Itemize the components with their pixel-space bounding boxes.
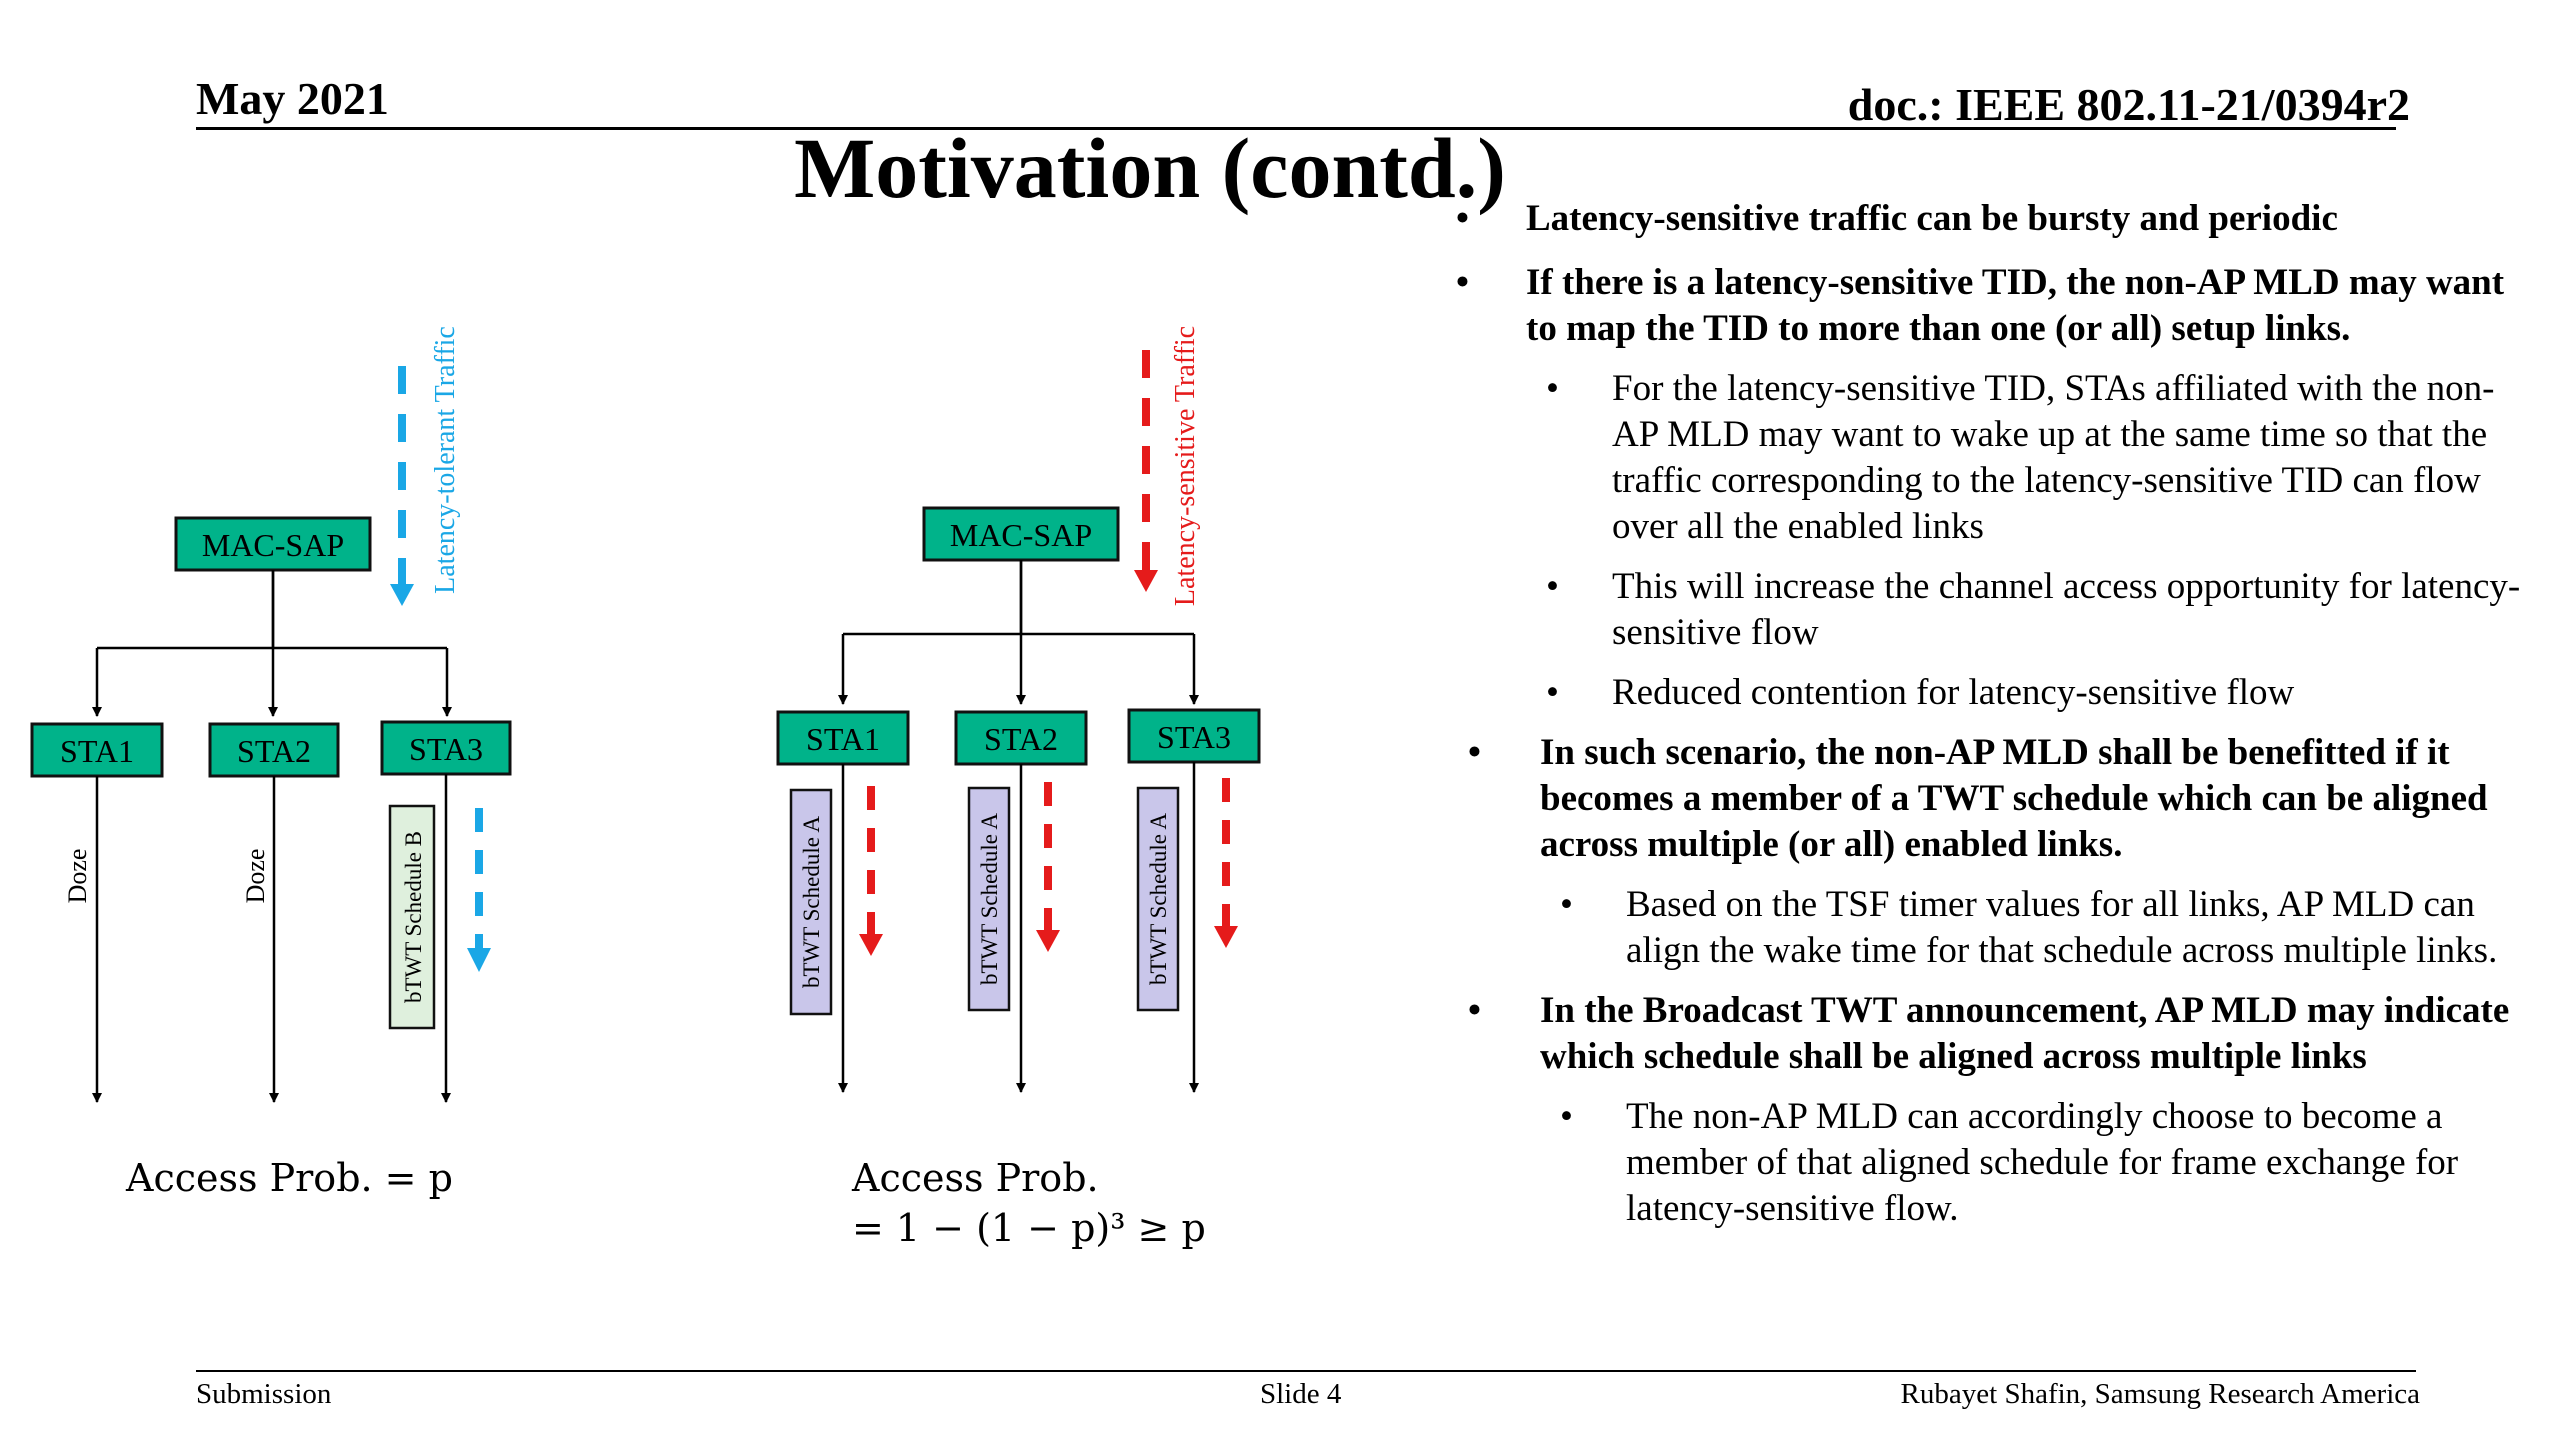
left-doze-label-2: Doze <box>241 849 270 904</box>
right-access-prob-line1: Access Prob. <box>852 1156 1099 1200</box>
bullet-dot: • <box>1468 732 1481 773</box>
footer-submission: Submission <box>196 1378 332 1410</box>
sub-bullet-item: • The non-AP MLD can accordingly choose … <box>1440 1094 2540 1232</box>
bullet-item: • In such scenario, the non-AP MLD shall… <box>1440 730 2540 868</box>
footer-rule <box>196 1370 2416 1372</box>
footer-author: Rubayet Shafin, Samsung Research America <box>1900 1378 2420 1410</box>
bullet-dot: • <box>1546 368 1559 409</box>
bullet-item: • Latency-sensitive traffic can be burst… <box>1440 196 2540 242</box>
right-schedule-a-box-3 <box>1136 786 1180 1012</box>
right-schedule-a-label-2: bTWT Schedule A <box>977 813 1002 985</box>
bullet-text: Latency-sensitive traffic can be bursty … <box>1526 198 2338 239</box>
right-mac-sap-label: MAC-SAP <box>950 517 1092 553</box>
left-doze-label-1: Doze <box>63 849 92 904</box>
left-sta2-label: STA2 <box>237 733 311 769</box>
bullet-dot: • <box>1456 198 1469 239</box>
bullet-dot: • <box>1456 262 1469 303</box>
sub-bullet-item: • Based on the TSF timer values for all … <box>1440 882 2540 974</box>
right-mac-sap-box <box>922 506 1120 562</box>
right-sta3-label: STA3 <box>1157 719 1231 755</box>
bullet-dot: • <box>1468 990 1481 1031</box>
left-sta3-label: STA3 <box>409 731 483 767</box>
right-schedule-a-box-1 <box>789 788 833 1016</box>
left-schedule-b-label: bTWT Schedule B <box>401 831 426 1003</box>
right-sta2-label: STA2 <box>984 721 1058 757</box>
bullet-item: • In the Broadcast TWT announcement, AP … <box>1440 988 2540 1080</box>
sub-bullet-item: • For the latency-sensitive TID, STAs af… <box>1440 366 2540 550</box>
bullet-text: This will increase the channel access op… <box>1612 566 2521 653</box>
right-sta1-label: STA1 <box>806 721 880 757</box>
bullet-dot: • <box>1560 884 1573 925</box>
sub-bullet-item: • Reduced contention for latency-sensiti… <box>1440 670 2540 716</box>
bullet-text: The non-AP MLD can accordingly choose to… <box>1626 1096 2459 1229</box>
left-sta2-box <box>208 722 340 778</box>
bullet-text: For the latency-sensitive TID, STAs affi… <box>1612 368 2495 547</box>
bullet-dot: • <box>1546 566 1559 607</box>
left-mac-sap-label: MAC-SAP <box>202 527 344 563</box>
left-sta1-label: STA1 <box>60 733 134 769</box>
bullet-text: Based on the TSF timer values for all li… <box>1626 884 2498 971</box>
bullet-text: Reduced contention for latency-sensitive… <box>1612 672 2295 713</box>
right-access-prob-line2: = 1 − (1 − p)³ ≥ p <box>852 1206 1206 1250</box>
header-doc-id: doc.: IEEE 802.11-21/0394r2 <box>1847 79 2410 130</box>
bullet-text: In the Broadcast TWT announcement, AP ML… <box>1540 990 2510 1077</box>
bullet-text: If there is a latency-sensitive TID, the… <box>1526 262 2505 349</box>
left-sta3-box <box>380 720 512 776</box>
left-traffic-label: Latency-tolerant Traffic <box>430 326 461 594</box>
sub-bullet-item: • This will increase the channel access … <box>1440 564 2540 656</box>
right-traffic-label: Latency-sensitive Traffic <box>1170 326 1201 606</box>
left-diagram: MAC-SAP STA1 STA2 STA3 Doze Doze bTWT Sc… <box>30 326 512 1103</box>
diagram-area: MAC-SAP STA1 STA2 STA3 Doze Doze bTWT Sc… <box>30 326 1261 1103</box>
right-schedule-a-label-3: bTWT Schedule A <box>1146 813 1171 985</box>
right-sta3-box <box>1127 708 1261 764</box>
bullet-list: • Latency-sensitive traffic can be burst… <box>1440 196 2540 1246</box>
bullet-dot: • <box>1560 1096 1573 1137</box>
header-rule <box>196 127 2396 130</box>
bullet-dot: • <box>1546 672 1559 713</box>
bullet-text: In such scenario, the non-AP MLD shall b… <box>1540 732 2488 865</box>
right-sta1-box <box>776 710 910 766</box>
footer-slide-number: Slide 4 <box>1260 1378 1342 1410</box>
header-date: May 2021 <box>196 73 389 124</box>
bullet-item: • If there is a latency-sensitive TID, t… <box>1440 260 2540 352</box>
right-diagram: MAC-SAP STA1 STA2 STA3 bTWT Schedule A b… <box>776 326 1261 1093</box>
left-schedule-b-box <box>388 804 436 1030</box>
right-schedule-a-box-2 <box>967 786 1011 1012</box>
slide-title: Motivation (contd.) <box>794 120 1506 216</box>
right-schedule-a-label-1: bTWT Schedule A <box>799 816 824 988</box>
left-access-prob: Access Prob. = p <box>126 1156 453 1200</box>
